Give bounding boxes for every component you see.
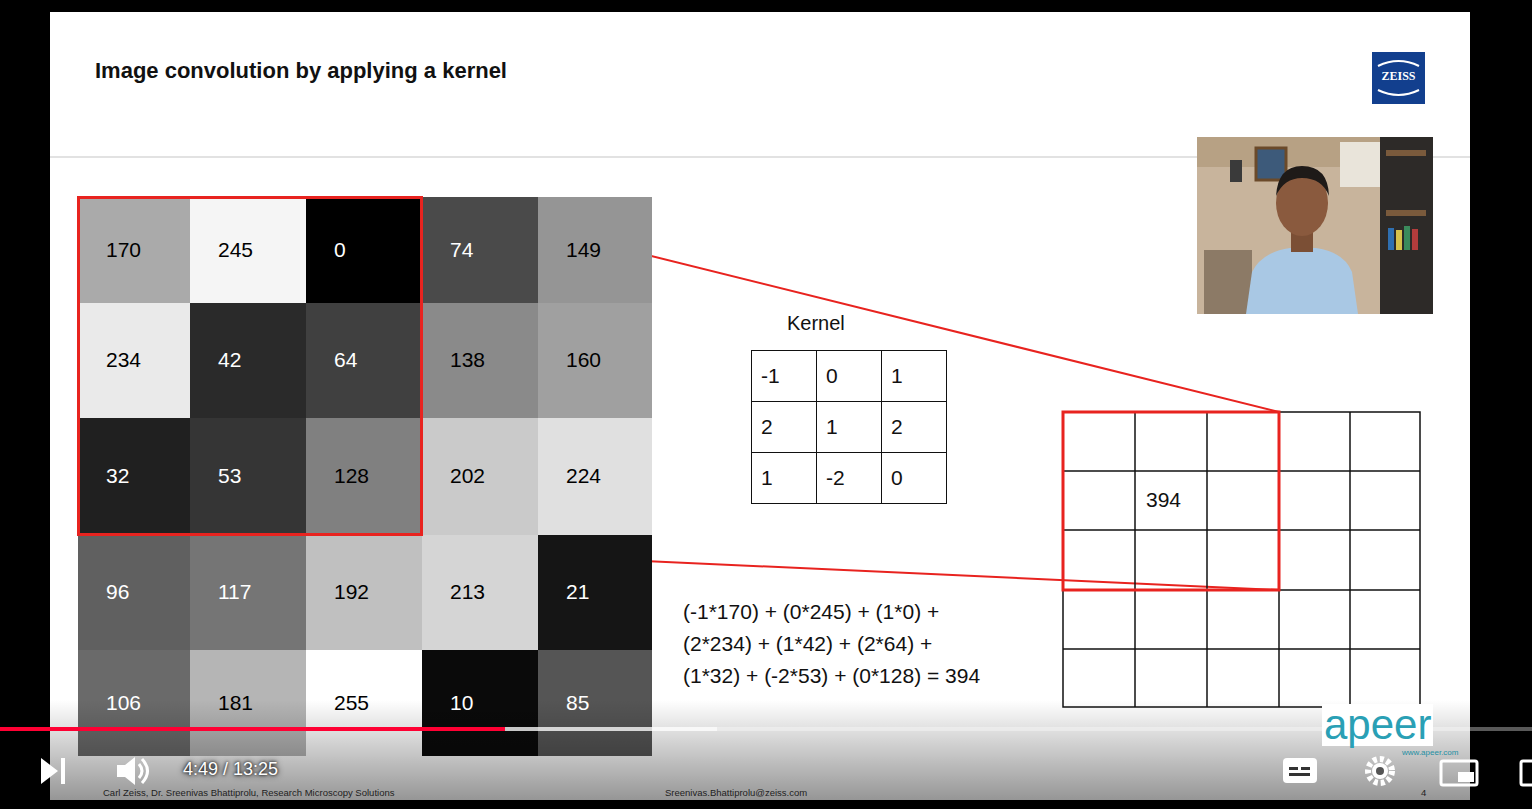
cell-value: 138 <box>450 348 485 372</box>
logo-text: ZEISS <box>1372 70 1425 84</box>
cell-value: 96 <box>106 580 129 604</box>
kernel-cell: 1 <box>881 350 947 402</box>
cell-value: 1 <box>826 415 838 439</box>
cell-value: 42 <box>218 348 241 372</box>
cell-value: 106 <box>106 691 141 715</box>
slide-title: Image convolution by applying a kernel <box>95 58 507 83</box>
pixel-cell: 192 <box>306 535 422 650</box>
pixel-cell: 170 <box>78 197 190 303</box>
pixel-cell: 53 <box>190 418 306 535</box>
cell-value: 1 <box>891 364 903 388</box>
output-grid <box>1063 412 1420 707</box>
cell-value: 213 <box>450 580 485 604</box>
pixel-cell: 245 <box>190 197 306 303</box>
kernel-cell: 0 <box>881 452 947 504</box>
cell-value: 53 <box>218 464 241 488</box>
cell-value: 170 <box>106 238 141 262</box>
cell-value: 0 <box>334 238 346 262</box>
formula-line: (1*32) + (-2*53) + (0*128) = 394 <box>683 664 980 688</box>
zeiss-logo <box>1372 52 1425 104</box>
kernel-cell: 1 <box>816 401 882 453</box>
cell-value: 181 <box>218 691 253 715</box>
cell-value: 1 <box>761 466 773 490</box>
pixel-cell: 213 <box>422 535 538 650</box>
cell-value: 32 <box>106 464 129 488</box>
formula-line: (-1*170) + (0*245) + (1*0) + <box>683 600 939 624</box>
cell-value: 234 <box>106 348 141 372</box>
pixel-cell: 74 <box>422 197 538 303</box>
footer-credit: Carl Zeiss, Dr. Sreenivas Bhattiprolu, R… <box>103 788 394 799</box>
pixel-cell: 160 <box>538 303 652 418</box>
cell-value: 202 <box>450 464 485 488</box>
output-cell: 394 <box>1135 471 1207 530</box>
pixel-cell: 224 <box>538 418 652 535</box>
kernel-cell: -2 <box>816 452 882 504</box>
pixel-cell: 234 <box>78 303 190 418</box>
cell-value: 2 <box>891 415 903 439</box>
cell-value: 0 <box>826 364 838 388</box>
cell-value: 245 <box>218 238 253 262</box>
apeer-url: www.apeer.com <box>1402 748 1458 757</box>
cell-value: 0 <box>891 466 903 490</box>
pixel-cell: 96 <box>78 535 190 650</box>
cell-value: 128 <box>334 464 369 488</box>
cell-value: -2 <box>826 466 845 490</box>
kernel-matrix: Kernel -1 0 1 2 1 2 1 -2 0 <box>751 308 947 504</box>
kernel-cell: -1 <box>751 350 817 402</box>
cell-value: 394 <box>1146 488 1181 512</box>
pixel-cell: 202 <box>422 418 538 535</box>
cell-value: 224 <box>566 464 601 488</box>
video-time: 4:49 / 13:25 <box>183 759 278 780</box>
cell-value: 2 <box>761 415 773 439</box>
pixel-cell: 138 <box>422 303 538 418</box>
footer-email: Sreenivas.Bhattiprolu@zeiss.com <box>665 788 807 799</box>
pixel-cell: 117 <box>190 535 306 650</box>
pixel-cell: 0 <box>306 197 422 303</box>
output-highlight <box>1063 412 1279 590</box>
pixel-cell: 128 <box>306 418 422 535</box>
kernel-cell: 2 <box>751 401 817 453</box>
kernel-cell: 1 <box>751 452 817 504</box>
formula-line: (2*234) + (1*42) + (2*64) + <box>683 632 932 656</box>
kernel-cell: 0 <box>816 350 882 402</box>
cell-value: 74 <box>450 238 473 262</box>
cell-value: 85 <box>566 691 589 715</box>
apeer-logo: apeer <box>1322 704 1433 746</box>
pixel-cell: 21 <box>538 535 652 650</box>
cell-value: 117 <box>218 580 251 604</box>
cell-value: -1 <box>761 364 780 388</box>
slide-number: 4 <box>1421 788 1426 799</box>
cell-value: 149 <box>566 238 601 262</box>
cell-value: 10 <box>450 691 473 715</box>
cell-value: 192 <box>334 580 369 604</box>
pixel-cell: 32 <box>78 418 190 535</box>
pixel-cell: 42 <box>190 303 306 418</box>
kernel-heading: Kernel <box>787 312 845 335</box>
pixel-cell: 64 <box>306 303 422 418</box>
pixel-cell: 149 <box>538 197 652 303</box>
kernel-cell: 2 <box>881 401 947 453</box>
cell-value: 255 <box>334 691 369 715</box>
cell-value: 160 <box>566 348 601 372</box>
cell-value: 21 <box>566 580 589 604</box>
webcam-inset <box>1197 137 1433 314</box>
cell-value: 64 <box>334 348 357 372</box>
